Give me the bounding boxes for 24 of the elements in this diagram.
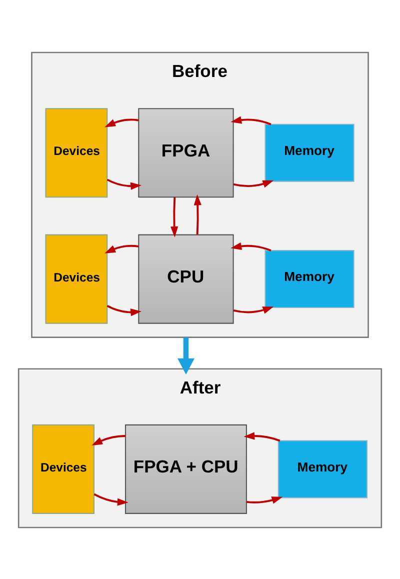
arrow <box>194 194 202 234</box>
arrow <box>170 196 178 237</box>
arrow <box>233 306 274 314</box>
arrow <box>244 432 280 442</box>
node-box: Memory <box>264 250 354 308</box>
arrow <box>230 116 272 125</box>
arrow <box>92 434 126 445</box>
node-box: FPGA <box>138 108 234 198</box>
arrow <box>178 336 194 374</box>
arrow <box>94 492 128 506</box>
arrow <box>233 180 274 188</box>
node-box: Devices <box>45 234 108 324</box>
node-box: FPGA + CPU <box>124 424 247 514</box>
node-box: Devices <box>32 424 94 514</box>
arrow <box>104 244 139 253</box>
node-box: Memory <box>278 440 368 498</box>
node-box: CPU <box>138 234 234 324</box>
arrow <box>104 118 139 127</box>
arrow <box>106 304 142 316</box>
arrow <box>106 178 142 190</box>
arrow <box>246 496 283 504</box>
arrow <box>230 242 272 251</box>
node-box: Memory <box>264 123 354 182</box>
node-box: Devices <box>45 108 108 198</box>
